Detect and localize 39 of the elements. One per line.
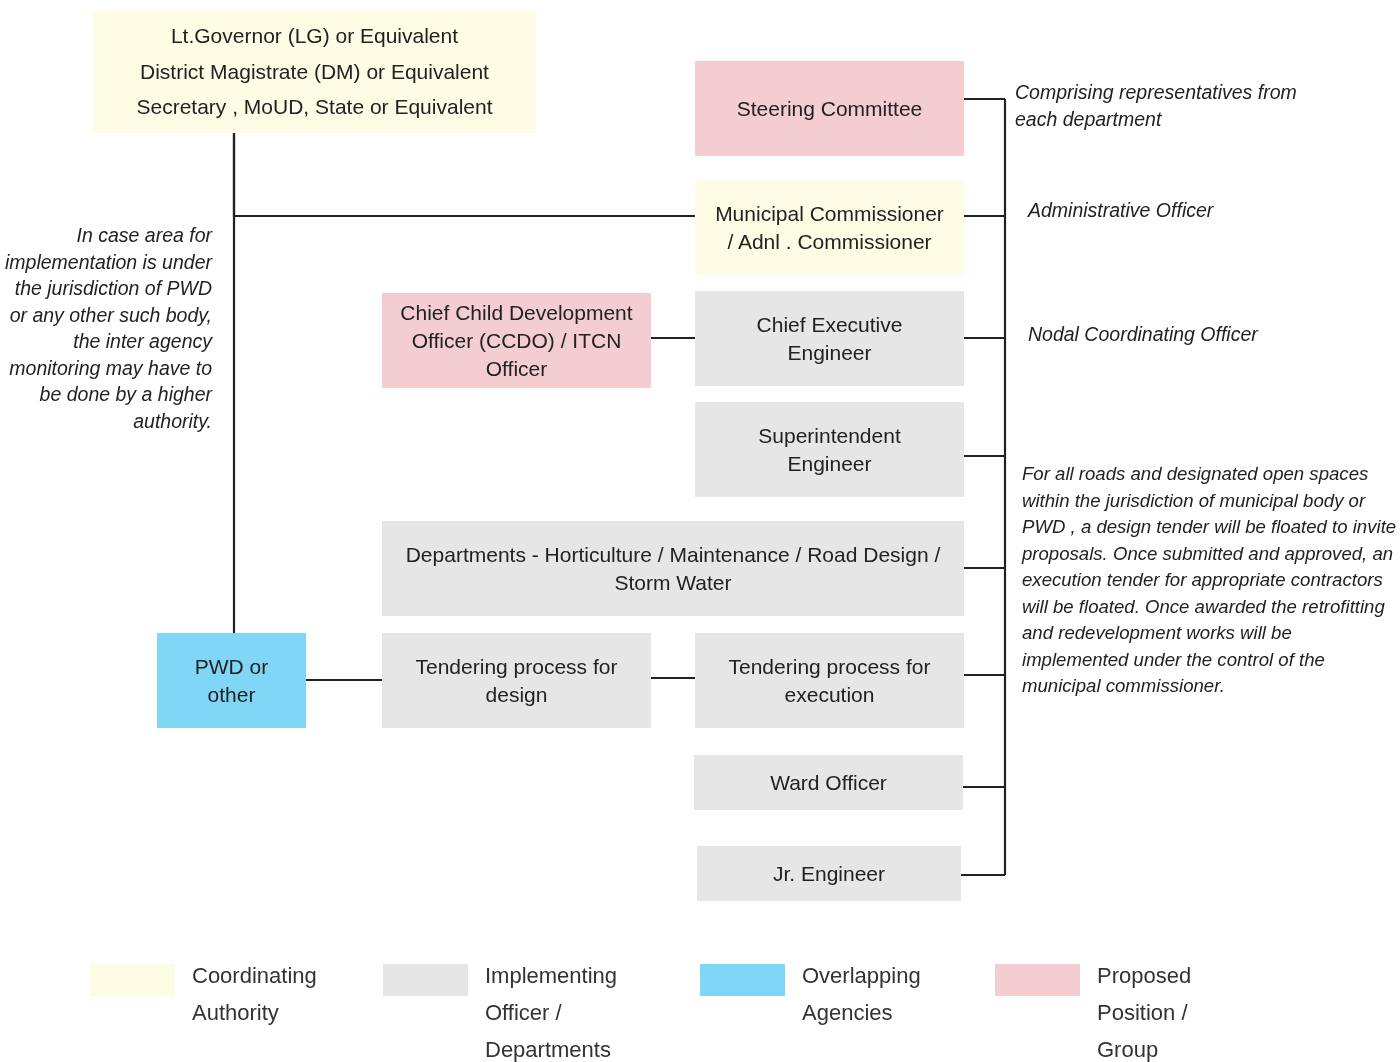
connector-line (651, 336, 695, 340)
role-title: Jr. Engineer (772, 860, 886, 887)
role-box (697, 846, 961, 901)
role-box (695, 180, 964, 275)
annotation-note: Nodal Coordinating Officer (1028, 322, 1260, 347)
annotation-note: Administrative Officer (1028, 198, 1215, 223)
role-box (382, 521, 964, 616)
annotation-note: For all roads and designated open spaces within the jurisdiction of municipal body or PWD , a design tender will be floated to invite proposals. Once submitted and approved, an execution tender for appropriate contractors will be floated. Once awarded the retrofitting and redevelopment works will be implemented under the control of the municipal commissioner. (1022, 462, 1398, 698)
connector-line (651, 676, 695, 680)
legend-text: Implementing Officer / Departments (485, 962, 619, 1062)
role-title: PWD or other (193, 653, 270, 708)
role-title: Steering Committee (736, 95, 923, 122)
annotation-note: Comprising representatives from each department (1015, 80, 1298, 132)
role-box (382, 633, 651, 728)
role-box (695, 61, 964, 156)
legend-text: Coordinating Authority (192, 962, 318, 1027)
role-title: Ward Officer (770, 769, 887, 796)
legend-text: Overlapping Agencies (802, 962, 922, 1027)
role-title: Lt.Governor (LG) or Equivalent (170, 23, 459, 50)
role-title: Tendering process for design (414, 653, 619, 708)
role-box (694, 755, 963, 810)
role-title: District Magistrate (DM) or Equivalent (140, 58, 489, 85)
role-box (93, 10, 536, 133)
role-box (695, 291, 964, 386)
role-box (157, 633, 306, 728)
legend-text: Proposed Position / Group (1097, 962, 1193, 1062)
connector-line (232, 133, 695, 218)
connector-line (306, 678, 382, 682)
role-title: Chief Child Development Officer (CCDO) / ITCN Officer (399, 299, 634, 382)
annotation-note: In case area for implementation is under the jurisdiction of PWD or any other such body, the inter agency monitoring may have to be done by a higher authority. (3, 223, 212, 434)
role-title: Secretary , MoUD, State or Equivalent (136, 94, 493, 121)
role-title: Chief Executive Engineer (755, 311, 904, 366)
role-box (695, 633, 964, 728)
role-title: Departments - Horticulture / Maintenance / Road Design / Storm Water (404, 541, 942, 596)
role-title: Municipal Commissioner / Adnl . Commissioner (715, 200, 944, 255)
role-box (382, 293, 651, 388)
role-title: Tendering process for execution (727, 653, 932, 708)
role-title: Superintendent Engineer (757, 422, 902, 477)
role-box (695, 402, 964, 497)
